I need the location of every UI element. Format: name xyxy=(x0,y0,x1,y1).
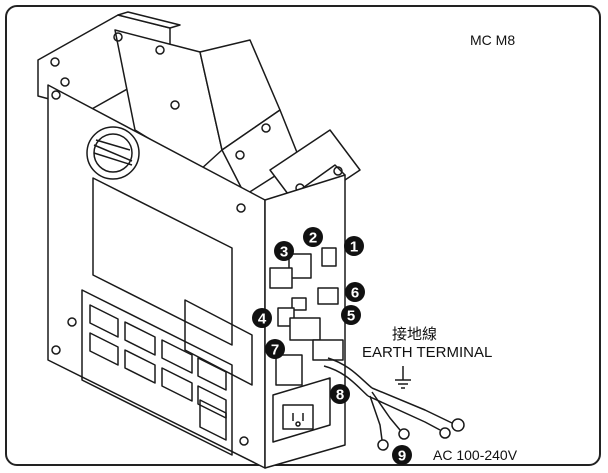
callout-6: 6 xyxy=(345,282,365,302)
ground-label-en: EARTH TERMINAL xyxy=(362,344,493,361)
ac-input-label: AC 100-240V xyxy=(433,447,518,463)
vent-slots xyxy=(81,289,233,456)
svg-text:9: 9 xyxy=(398,448,406,465)
svg-text:6: 6 xyxy=(351,285,359,302)
ground-label-cn: 接地線 xyxy=(392,325,438,343)
svg-text:8: 8 xyxy=(336,387,344,404)
power-section xyxy=(272,354,331,443)
svg-text:3: 3 xyxy=(280,244,288,261)
callout-3: 3 xyxy=(274,241,294,261)
callout-7: 7 xyxy=(265,339,285,359)
diagram-frame xyxy=(5,5,601,466)
svg-text:7: 7 xyxy=(271,342,279,359)
callout-9: 9 xyxy=(392,445,412,465)
callout-8: 8 xyxy=(330,384,350,404)
callout-2: 2 xyxy=(303,227,323,247)
connectors xyxy=(269,247,344,361)
callout-1: 1 xyxy=(344,236,364,256)
svg-text:5: 5 xyxy=(347,308,355,325)
mounting-bracket xyxy=(37,11,361,211)
ac-cable xyxy=(323,357,465,451)
svg-text:4: 4 xyxy=(258,311,267,328)
callout-4: 4 xyxy=(252,308,272,328)
svg-text:2: 2 xyxy=(309,230,317,247)
callout-5: 5 xyxy=(341,305,361,325)
model-label: MC M8 xyxy=(470,32,516,48)
callout-badges: 1 2 3 4 5 6 7 8 9 xyxy=(252,227,412,465)
svg-text:1: 1 xyxy=(350,239,358,256)
